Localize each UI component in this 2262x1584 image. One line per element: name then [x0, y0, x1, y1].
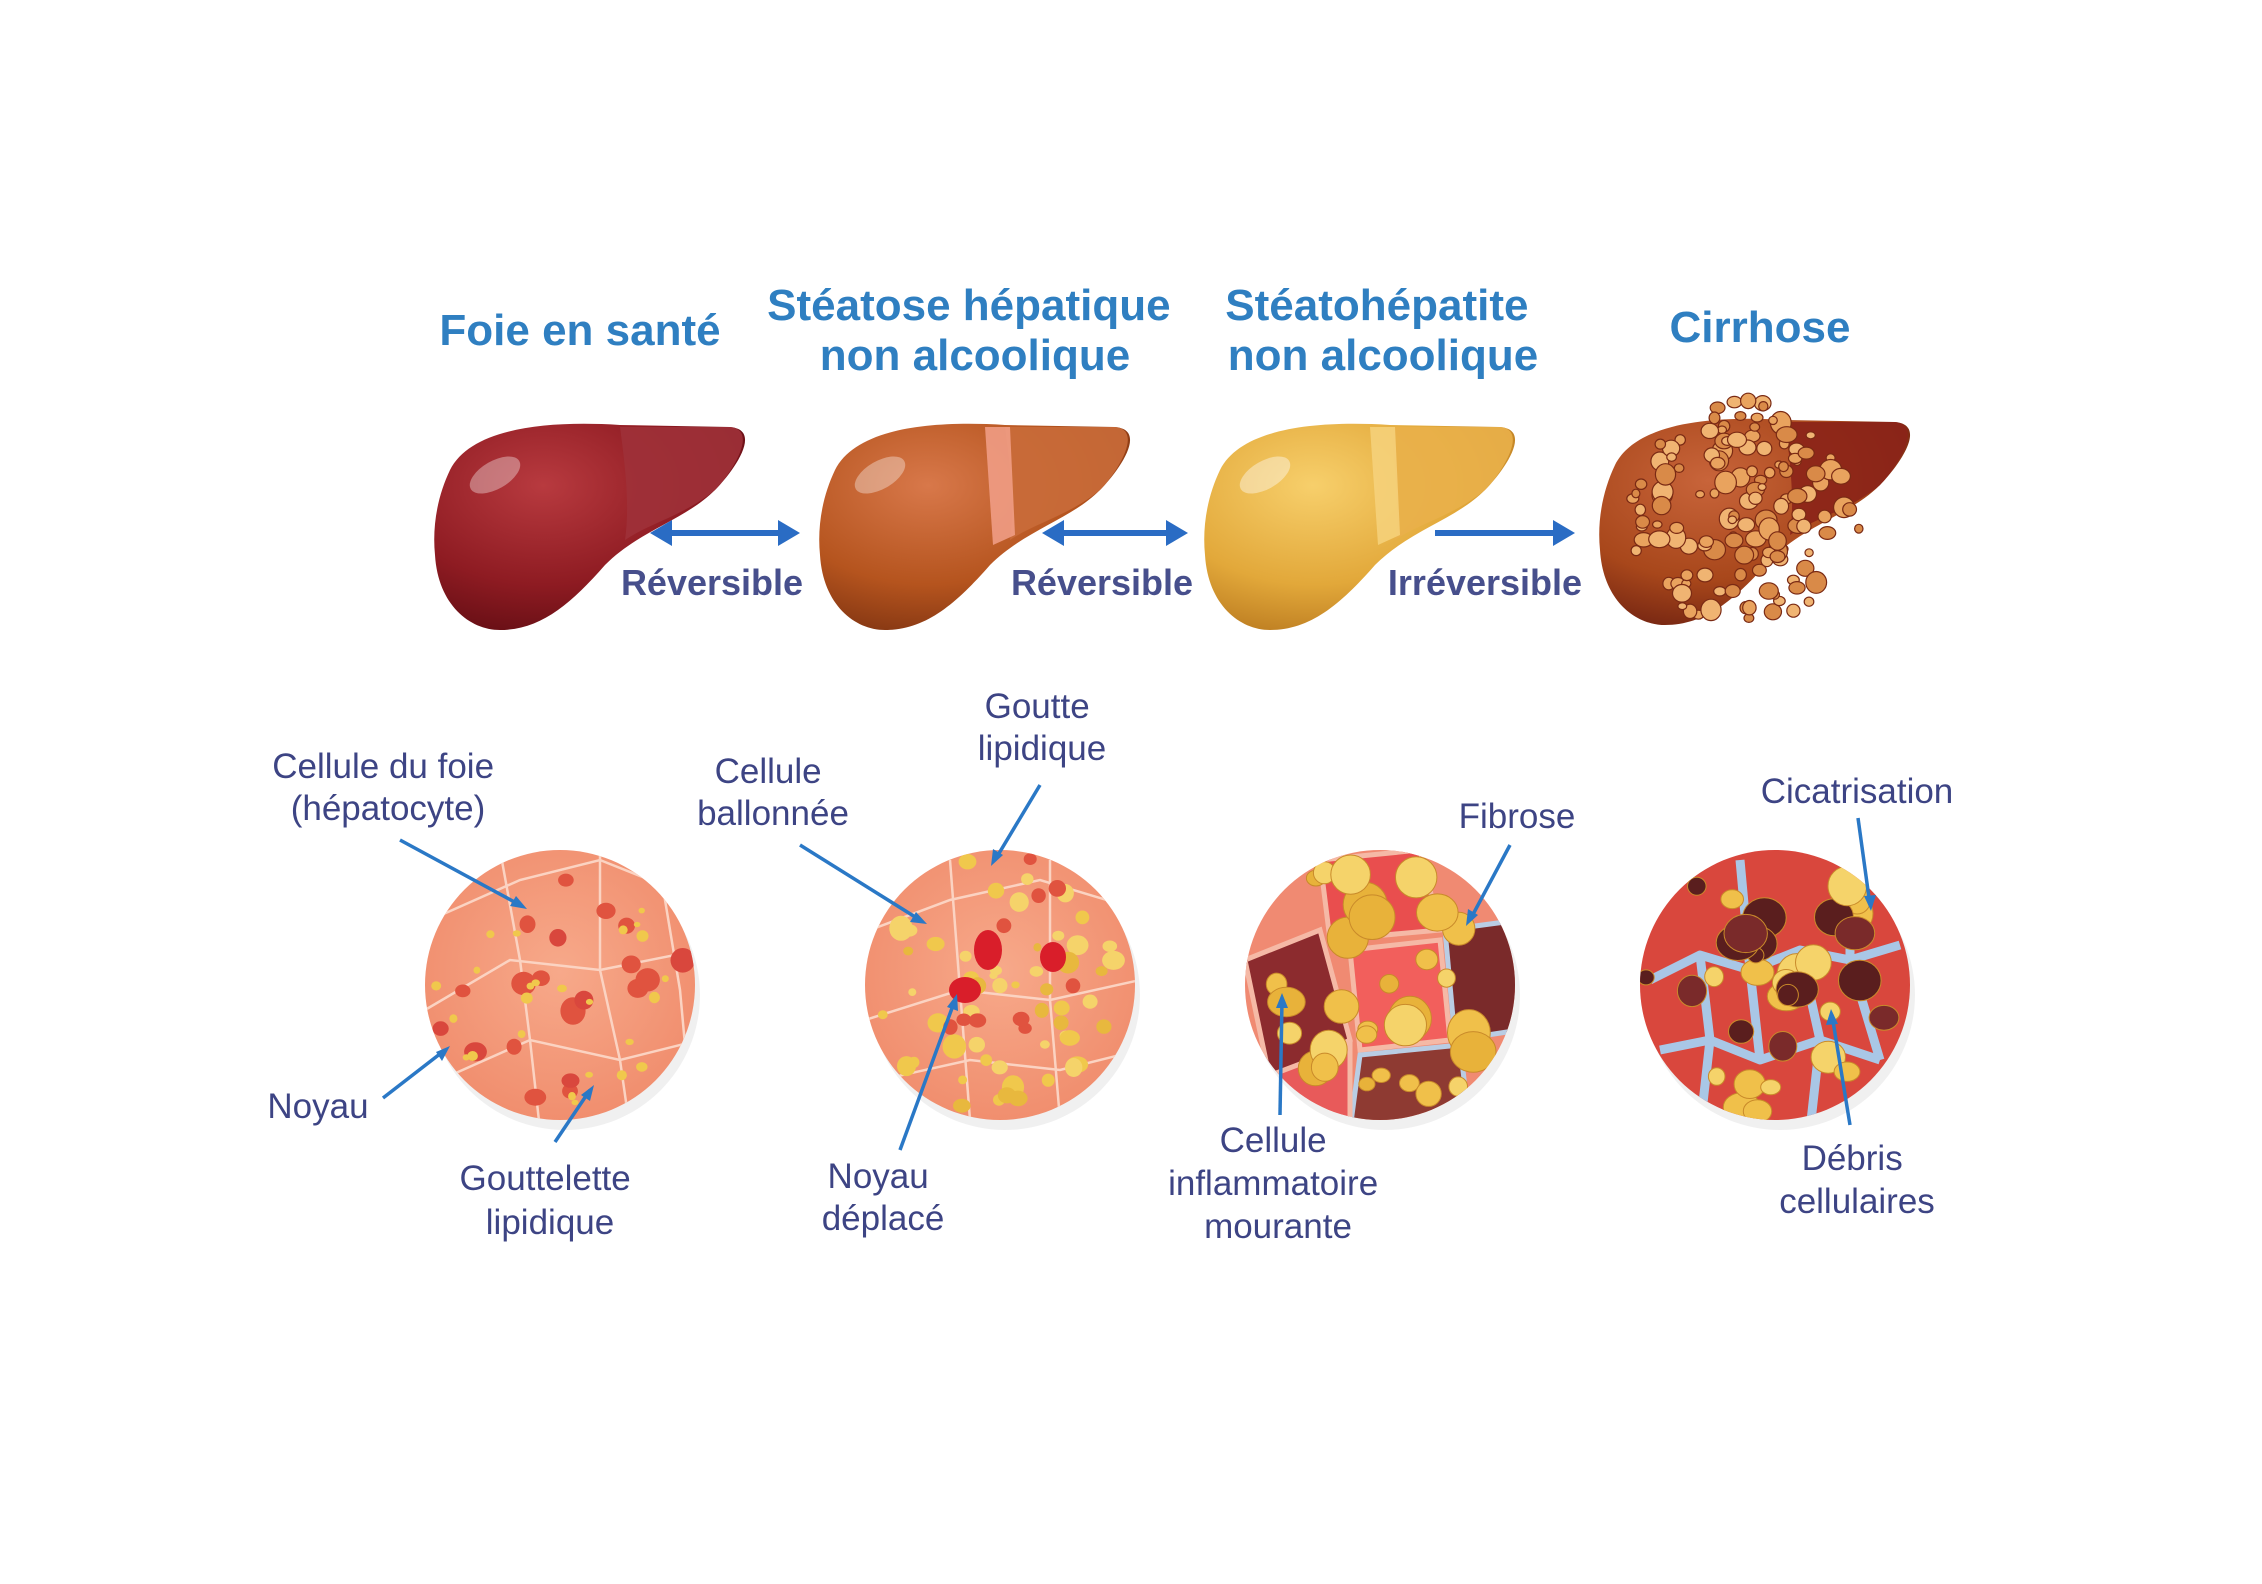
stage-title-healthy: Foie en santé — [439, 306, 720, 355]
transition-arrow-3 — [1435, 520, 1575, 546]
transition-arrow-2 — [1042, 520, 1188, 546]
stage-title-nash: Stéatohépatite non alcoolique — [1225, 281, 1540, 380]
pointer-lines — [381, 784, 1876, 1151]
label-noyau: Noyau — [267, 1087, 368, 1126]
liver-steatosis-icon — [819, 423, 1131, 630]
transition-label-2: Réversible — [1011, 562, 1193, 603]
stage-title-cirrhosis: Cirrhose — [1670, 303, 1851, 352]
cell-view-cirrhosis — [1640, 850, 1915, 1130]
label-gouttelette: Gouttelette lipidique — [460, 1159, 641, 1242]
label-ballonnee: Cellule ballonnée — [697, 752, 849, 833]
cell-view-steatosis — [865, 850, 1140, 1130]
transition-label-3: Irréversible — [1388, 562, 1582, 603]
cell-view-healthy — [425, 850, 700, 1130]
label-hepatocyte: Cellule du foie (hépatocyte) — [272, 747, 504, 828]
transition-arrow-1 — [650, 520, 800, 546]
liver-nash-icon — [1204, 423, 1516, 630]
stage-title-steatosis: Stéatose hépatique non alcoolique — [767, 281, 1183, 380]
label-goutte: Goutte lipidique — [978, 687, 1106, 768]
label-noyau-deplace: Noyau déplacé — [822, 1157, 945, 1238]
label-debris: Débris cellulaires — [1779, 1139, 1935, 1221]
label-cicatrisation: Cicatrisation — [1761, 772, 1954, 811]
transition-label-1: Réversible — [621, 562, 803, 603]
label-inflammatoire: Cellule inflammatoire mourante — [1168, 1121, 1388, 1246]
liver-healthy-icon — [434, 423, 746, 630]
liver-cirrhosis-icon — [1599, 392, 1911, 625]
label-fibrose: Fibrose — [1459, 797, 1576, 836]
